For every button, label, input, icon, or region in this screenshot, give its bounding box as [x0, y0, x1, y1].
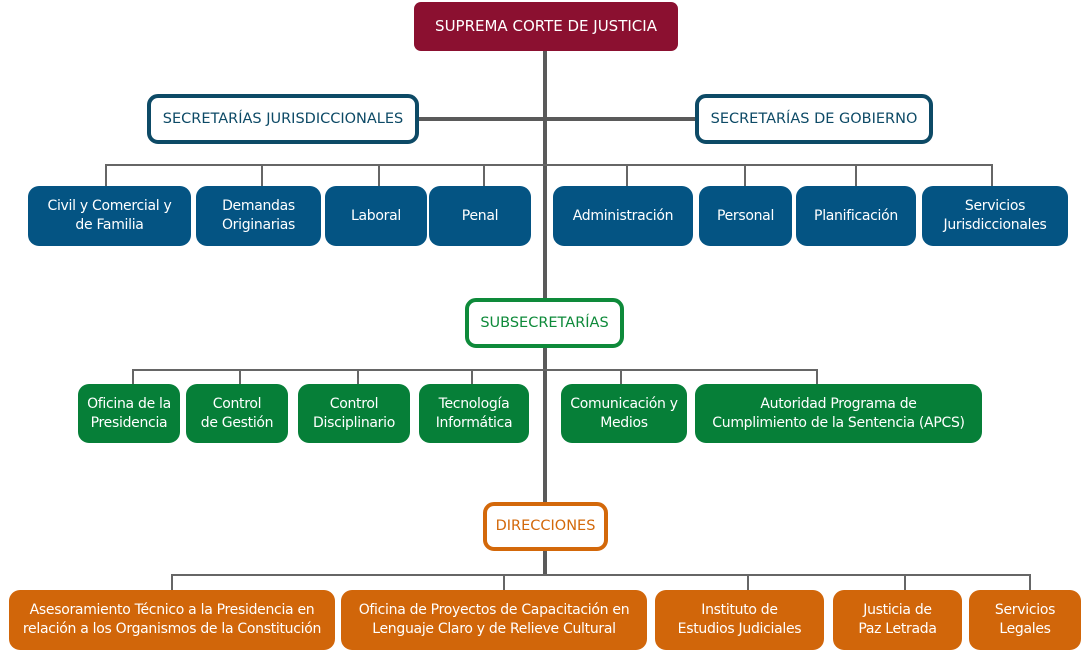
- node-label: Civil y Comercial y de Familia: [47, 198, 172, 233]
- node-label: Instituto de Estudios Judiciales: [677, 602, 802, 637]
- direccion-oficina-proyectos-capacitacion[interactable]: Oficina de Proyectos de Capacitación en …: [341, 590, 647, 650]
- branch-drop: [105, 164, 107, 186]
- node-label: Justicia de Paz Letrada: [858, 602, 937, 637]
- node-label: Servicios Legales: [994, 602, 1056, 637]
- secretaria-demandas-originarias[interactable]: Demandas Originarias: [196, 186, 321, 246]
- branch-drop: [747, 574, 749, 590]
- branch-drop: [626, 164, 628, 186]
- direccion-instituto-estudios-judiciales[interactable]: Instituto de Estudios Judiciales: [655, 590, 824, 650]
- branch-drop: [816, 369, 818, 384]
- direcciones-branch-line: [171, 574, 1031, 576]
- subsecretaria-tecnologia-informatica[interactable]: Tecnología Informática: [419, 384, 529, 443]
- subsecretarias-header[interactable]: SUBSECRETARÍAS: [465, 298, 624, 348]
- node-label: Administración: [572, 207, 674, 224]
- direccion-servicios-legales[interactable]: Servicios Legales: [969, 590, 1081, 650]
- node-label: Personal: [716, 207, 775, 224]
- node-label: Control de Gestión: [200, 395, 274, 431]
- direccion-asesoramiento-tecnico[interactable]: Asesoramiento Técnico a la Presidencia e…: [9, 590, 335, 650]
- secretarias-jurisdiccionales-label: SECRETARÍAS JURISDICCIONALES: [162, 110, 404, 127]
- node-label: Oficina de la Presidencia: [87, 395, 171, 431]
- secretarias-connector: [418, 117, 698, 121]
- subsecretaria-oficina-presidencia[interactable]: Oficina de la Presidencia: [78, 384, 180, 443]
- secretaria-administracion[interactable]: Administración: [553, 186, 693, 246]
- branch-drop: [239, 369, 241, 384]
- secretaria-penal[interactable]: Penal: [429, 186, 531, 246]
- secretarias-jurisdiccionales-header[interactable]: SECRETARÍAS JURISDICCIONALES: [147, 94, 419, 144]
- secretaria-personal[interactable]: Personal: [699, 186, 792, 246]
- branch-drop: [357, 369, 359, 384]
- secretaria-civil-comercial-familia[interactable]: Civil y Comercial y de Familia: [28, 186, 191, 246]
- secretaria-planificacion[interactable]: Planificación: [796, 186, 916, 246]
- secretarias-branch-line: [105, 164, 993, 166]
- suprema-corte-node[interactable]: SUPREMA CORTE DE JUSTICIA: [414, 2, 678, 51]
- branch-drop: [991, 164, 993, 186]
- node-label: Demandas Originarias: [221, 198, 296, 233]
- branch-drop: [904, 574, 906, 590]
- node-label: Asesoramiento Técnico a la Presidencia e…: [22, 602, 322, 637]
- secretarias-gobierno-header[interactable]: SECRETARÍAS DE GOBIERNO: [695, 94, 933, 144]
- branch-drop: [483, 164, 485, 186]
- branch-drop: [503, 574, 505, 590]
- secretaria-servicios-jurisdiccionales[interactable]: Servicios Jurisdiccionales: [922, 186, 1068, 246]
- branch-drop: [378, 164, 380, 186]
- branch-drop: [171, 574, 173, 590]
- subsecretaria-control-disciplinario[interactable]: Control Disciplinario: [298, 384, 410, 443]
- branch-drop: [132, 369, 134, 384]
- node-label: Tecnología Informática: [435, 395, 513, 431]
- suprema-corte-label: SUPREMA CORTE DE JUSTICIA: [435, 17, 657, 35]
- subsecretaria-control-gestion[interactable]: Control de Gestión: [186, 384, 288, 443]
- secretarias-gobierno-label: SECRETARÍAS DE GOBIERNO: [710, 110, 918, 127]
- subsecretarias-branch-line: [132, 369, 818, 371]
- node-label: Control Disciplinario: [313, 395, 395, 431]
- node-label: Penal: [461, 207, 499, 224]
- node-label: Laboral: [351, 207, 401, 224]
- branch-drop: [261, 164, 263, 186]
- direcciones-label: DIRECCIONES: [495, 518, 596, 534]
- subsecretarias-label: SUBSECRETARÍAS: [480, 314, 609, 331]
- branch-drop: [620, 369, 622, 384]
- secretaria-laboral[interactable]: Laboral: [325, 186, 427, 246]
- direcciones-header[interactable]: DIRECCIONES: [483, 502, 608, 551]
- node-label: Oficina de Proyectos de Capacitación en …: [358, 602, 630, 637]
- branch-drop: [744, 164, 746, 186]
- subsecretaria-apcs[interactable]: Autoridad Programa de Cumplimiento de la…: [695, 384, 982, 443]
- branch-drop: [471, 369, 473, 384]
- direccion-justicia-paz-letrada[interactable]: Justicia de Paz Letrada: [833, 590, 962, 650]
- branch-drop: [855, 164, 857, 186]
- branch-drop: [1029, 574, 1031, 590]
- node-label: Comunicación y Medios: [570, 395, 678, 431]
- node-label: Servicios Jurisdiccionales: [943, 198, 1047, 233]
- subsecretaria-comunicacion-medios[interactable]: Comunicación y Medios: [561, 384, 687, 443]
- node-label: Planificación: [814, 207, 898, 224]
- node-label: Autoridad Programa de Cumplimiento de la…: [712, 395, 965, 431]
